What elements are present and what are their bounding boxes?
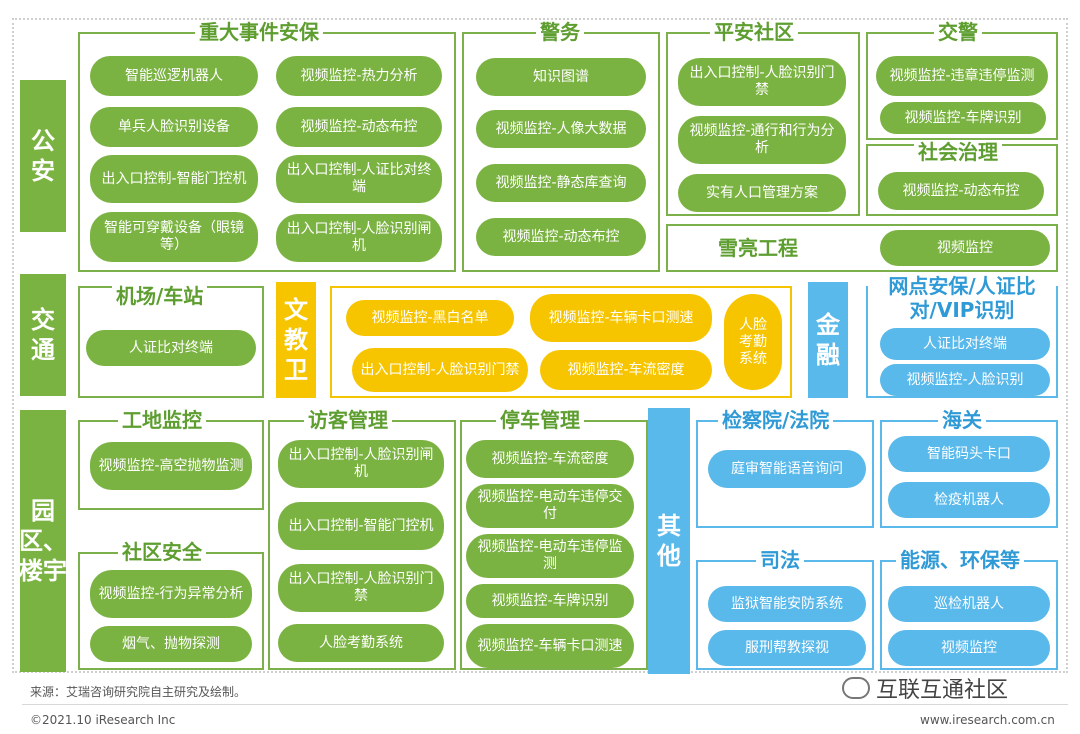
wechat-icon (842, 677, 870, 699)
item-pill: 视频监控-电动车违停监测 (466, 534, 634, 578)
group-title: 检察院/法院 (718, 408, 834, 432)
group-title: 社区安全 (118, 540, 206, 564)
section-edu-label: 文教卫 (276, 282, 316, 398)
item-pill: 视频监控-车牌识别 (466, 584, 634, 618)
item-pill: 巡检机器人 (888, 586, 1050, 622)
item-pill: 智能巡逻机器人 (90, 56, 258, 96)
item-pill: 智能可穿戴设备（眼镜等） (90, 212, 258, 262)
item-pill: 视频监控-人像大数据 (476, 110, 646, 148)
item-pill: 实有人口管理方案 (678, 174, 846, 212)
item-pill: 知识图谱 (476, 58, 646, 96)
item-pill: 智能码头卡口 (888, 436, 1050, 472)
item-pill: 视频监控 (888, 630, 1050, 666)
section-other-label: 其他 (648, 408, 690, 674)
copyright: ©2021.10 iResearch Inc (30, 713, 176, 727)
section-finance-label: 金融 (808, 282, 848, 398)
item-pill: 人脸考勤系统 (278, 624, 444, 662)
section-traffic-label: 交通 (20, 274, 66, 396)
item-pill: 视频监控-电动车违停交付 (466, 484, 634, 528)
item-pill: 出入口控制-人脸识别闸机 (278, 440, 444, 488)
item-pill: 检疫机器人 (888, 482, 1050, 518)
item-pill: 视频监控-车牌识别 (880, 102, 1046, 134)
group-title: 社会治理 (914, 140, 1002, 164)
item-pill: 出入口控制-智能门控机 (278, 502, 444, 550)
item-pill: 视频监控-静态库查询 (476, 164, 646, 202)
group-title: 机场/车站 (112, 284, 208, 308)
item-pill: 视频监控-违章违停监测 (876, 56, 1048, 96)
item-pill: 视频监控-动态布控 (878, 172, 1044, 210)
group-title: 工地监控 (118, 408, 206, 432)
item-pill: 出入口控制-人脸识别门禁 (278, 564, 444, 612)
item-pill: 出入口控制-人证比对终端 (276, 155, 442, 203)
item-pill: 视频监控-车辆卡口测速 (530, 294, 712, 342)
group-title: 停车管理 (496, 408, 584, 432)
item-pill: 人证比对终端 (86, 330, 256, 366)
diagram-frame (12, 18, 1068, 673)
group-title: 司法 (756, 548, 804, 572)
item-pill: 人脸考勤系统 (724, 294, 782, 390)
item-pill: 视频监控-动态布控 (276, 107, 442, 147)
website-url: www.iresearch.com.cn (920, 713, 1055, 727)
item-pill: 视频监控-行为异常分析 (90, 570, 252, 618)
group-title: 网点安保/人证比对/VIP识别 (868, 274, 1056, 322)
group-title: 雪亮工程 (718, 236, 798, 260)
item-pill: 视频监控-热力分析 (276, 56, 442, 96)
section-park-label: 园区、楼宇 (19, 410, 67, 672)
item-pill: 视频监控-通行和行为分析 (678, 116, 846, 164)
item-pill: 视频监控-车流密度 (466, 440, 634, 478)
group-title: 访客管理 (304, 408, 392, 432)
item-pill: 庭审智能语音询问 (708, 450, 866, 488)
item-pill: 出入口控制-人脸识别门禁 (678, 58, 846, 106)
item-pill: 视频监控-人脸识别 (880, 364, 1050, 396)
item-pill: 监狱智能安防系统 (708, 586, 866, 622)
item-pill: 视频监控 (880, 230, 1050, 266)
source-note: 来源：艾瑞咨询研究院自主研究及绘制。 (30, 685, 247, 699)
item-pill: 视频监控-动态布控 (476, 218, 646, 256)
item-pill: 人证比对终端 (880, 328, 1050, 360)
group-title: 海关 (938, 408, 986, 432)
item-pill: 视频监控-高空抛物监测 (90, 442, 252, 490)
group-title: 重大事件安保 (195, 20, 323, 44)
item-pill: 服刑帮教探视 (708, 630, 866, 666)
item-pill: 出入口控制-人脸识别闸机 (276, 214, 442, 262)
item-pill: 出入口控制-人脸识别门禁 (352, 348, 528, 392)
item-pill: 视频监控-车流密度 (540, 350, 712, 390)
item-pill: 单兵人脸识别设备 (90, 107, 258, 147)
item-pill: 视频监控-车辆卡口测速 (466, 624, 634, 668)
watermark: 互联互通社区 (842, 672, 1008, 704)
section-police-label: 公安 (20, 80, 66, 232)
group-title: 能源、环保等 (896, 548, 1024, 572)
group-title: 平安社区 (710, 20, 798, 44)
footer-divider (22, 704, 1068, 705)
item-pill: 烟气、抛物探测 (90, 626, 252, 662)
watermark-text: 互联互通社区 (876, 678, 1009, 703)
item-pill: 视频监控-黑白名单 (346, 300, 514, 336)
item-pill: 出入口控制-智能门控机 (90, 155, 258, 203)
group-title: 警务 (536, 20, 584, 44)
group-title: 交警 (934, 20, 982, 44)
